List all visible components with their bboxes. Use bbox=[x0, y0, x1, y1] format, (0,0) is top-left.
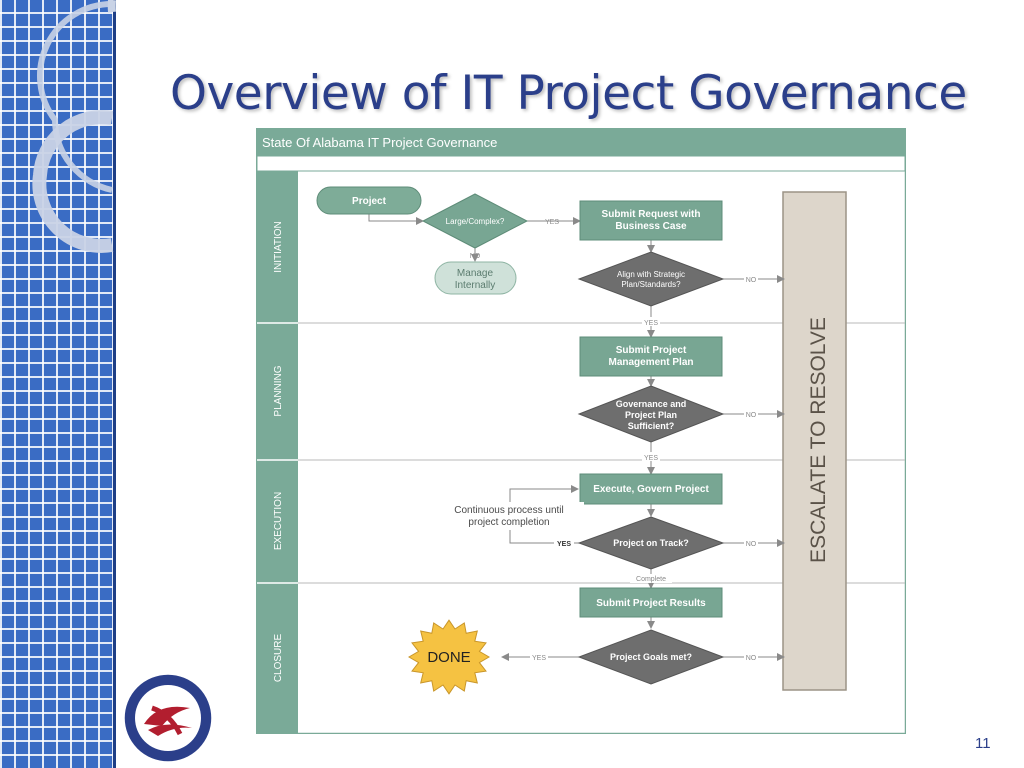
alabama-oit-seal bbox=[123, 673, 213, 763]
no-label: NO bbox=[470, 253, 481, 260]
submit-results-box bbox=[579, 587, 723, 618]
governance-sufficient-decision bbox=[577, 385, 725, 443]
no-label: NO bbox=[746, 412, 757, 419]
no-label: NO bbox=[746, 277, 757, 284]
page-number: 11 bbox=[975, 735, 991, 752]
submit-pm-plan-line2: Management Plan bbox=[608, 357, 693, 368]
submit-request-line2: Business Case bbox=[615, 221, 687, 232]
manage-internally-node bbox=[434, 261, 517, 295]
on-track-decision bbox=[577, 516, 725, 570]
submit-results-label: Submit Project Results bbox=[596, 598, 706, 609]
governance-line1: Governance and bbox=[616, 399, 687, 409]
align-strategic-decision bbox=[577, 251, 725, 307]
large-complex-label: Large/Complex? bbox=[446, 217, 505, 226]
yes-label: YES bbox=[545, 219, 559, 226]
decorative-arcs bbox=[32, 0, 116, 253]
diagram-header-bar bbox=[257, 129, 905, 156]
submit-pm-plan-line1: Submit Project bbox=[616, 345, 687, 356]
yes-label: YES bbox=[532, 655, 546, 662]
align-strategic-line2: Plan/Standards? bbox=[621, 280, 681, 289]
execute-govern-box bbox=[579, 473, 723, 505]
yes-label: YES bbox=[557, 541, 571, 548]
start-project-label: Project bbox=[352, 196, 387, 207]
submit-pm-plan-box bbox=[579, 336, 723, 377]
lane-label-execution: EXECUTION bbox=[273, 492, 284, 550]
governance-line3: Sufficient? bbox=[628, 421, 675, 431]
lane-label-initiation: INITIATION bbox=[273, 221, 284, 272]
start-project-node bbox=[316, 186, 422, 215]
yes-label: YES bbox=[644, 320, 658, 327]
governance-flowchart: State Of Alabama IT Project Governance I… bbox=[256, 128, 906, 734]
escalate-label: ESCALATE TO RESOLVE bbox=[807, 317, 830, 563]
diagram-header-title: State Of Alabama IT Project Governance bbox=[262, 135, 497, 150]
no-label: NO bbox=[746, 541, 757, 548]
diagram-subheader-band bbox=[256, 155, 906, 172]
lane-label-planning: PLANNING bbox=[273, 365, 284, 416]
done-starburst bbox=[408, 619, 490, 695]
submit-request-box bbox=[579, 200, 723, 241]
continuous-note-line1: Continuous process until bbox=[454, 505, 564, 516]
slide-title: Overview of IT Project Governance bbox=[170, 66, 967, 121]
execute-govern-label: Execute, Govern Project bbox=[593, 484, 709, 495]
continuous-note-line2: project completion bbox=[468, 517, 549, 528]
lane-label-closure: CLOSURE bbox=[273, 634, 284, 683]
large-complex-decision bbox=[421, 193, 529, 249]
governance-line2: Project Plan bbox=[625, 410, 677, 420]
escalate-bar bbox=[782, 191, 847, 691]
manage-internally-line1: Manage bbox=[457, 268, 494, 279]
yes-label: YES bbox=[644, 455, 658, 462]
align-strategic-line1: Align with Strategic bbox=[617, 270, 685, 279]
lane-label-column bbox=[257, 171, 298, 733]
goals-met-label: Project Goals met? bbox=[610, 652, 692, 662]
done-label: DONE bbox=[427, 649, 470, 666]
no-label: NO bbox=[746, 655, 757, 662]
sidebar-edge bbox=[113, 0, 116, 768]
submit-request-line1: Submit Request with bbox=[602, 209, 701, 220]
connector bbox=[368, 214, 424, 225]
manage-internally-line2: Internally bbox=[455, 280, 496, 291]
on-track-label: Project on Track? bbox=[613, 538, 689, 548]
goals-met-decision bbox=[577, 629, 725, 685]
complete-label: Complete bbox=[636, 576, 666, 583]
